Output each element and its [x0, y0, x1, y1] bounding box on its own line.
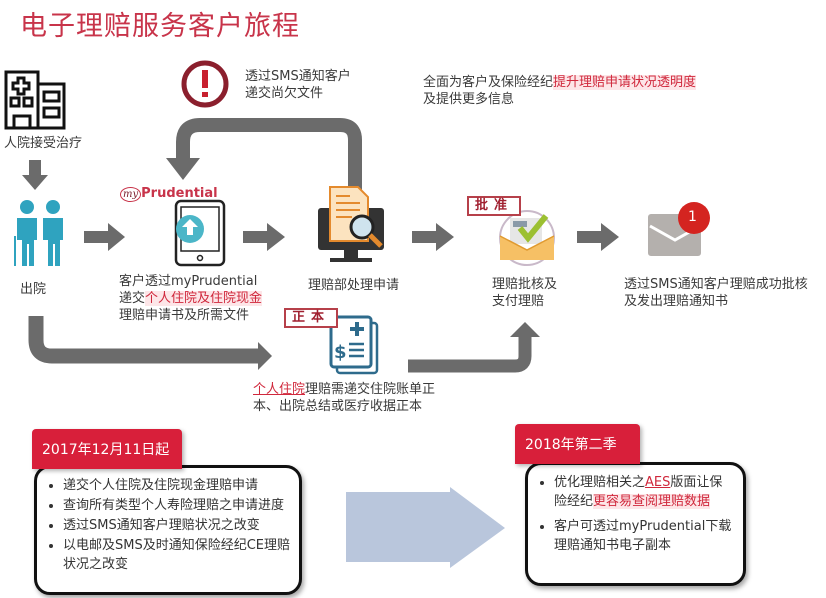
approved-stamp: 批准	[467, 196, 522, 216]
phase2-item: 客户可透过myPrudential下载理赔通知书电子副本	[554, 517, 735, 555]
original-stamp: 正本	[284, 308, 339, 328]
arrow-3	[412, 223, 454, 251]
submit-line1: 客户透过myPrudential	[119, 274, 258, 289]
loop-arrow-head	[166, 158, 200, 180]
logo-my: my	[120, 187, 142, 202]
approve-line1: 理赔批核及	[492, 277, 558, 292]
phase2-item1-highlight: 更容易查阅理赔数据	[593, 494, 711, 509]
phase2-item1-mid: 版面让保险经纪	[554, 475, 723, 509]
approve-step-text: 理赔批核及 支付理赔	[492, 276, 557, 310]
original-docs-line2: 本、出院总结或医疗收据正本	[253, 399, 423, 414]
arrow-1	[84, 223, 125, 251]
submit-line3: 理赔申请书及所需文件	[119, 308, 250, 323]
phase1-box: 递交个人住院及住院现金理赔申请 查询所有类型个人寿险理赔之申请进度 透过SMS通…	[34, 465, 302, 595]
submit-line2-highlight: 个人住院及住院现金	[145, 291, 263, 306]
phase1-item: 查询所有类型个人寿险理赔之申请进度	[63, 496, 291, 515]
notify-line2: 及发出理赔通知书	[624, 294, 729, 309]
notify-line1: 透过SMS通知客户理赔成功批核	[624, 277, 808, 292]
approval-envelope-icon	[499, 210, 555, 266]
original-docs-line1: 理赔需递交住院账单正	[305, 382, 436, 397]
svg-text:$: $	[334, 342, 347, 363]
phase2-item1-prefix: 优化理赔相关之	[554, 475, 646, 490]
timeline-arrow	[346, 487, 505, 568]
people-icon	[14, 200, 63, 266]
page-title: 电子理赔服务客户旅程	[20, 11, 300, 42]
bypass-arrow	[28, 316, 260, 364]
submit-step-text: 客户透过myPrudential 递交个人住院及住院现金 理赔申请书及所需文件	[119, 273, 263, 324]
top-note-line2: 及提供更多信息	[423, 92, 515, 107]
bypass-arrow-head	[258, 342, 272, 370]
phase1-tag: 2017年12月11日起	[32, 429, 182, 469]
process-label: 理赔部处理申请	[308, 278, 400, 293]
phase2-box: 优化理赔相关之AES版面让保险经纪更容易查阅理赔数据 客户可透过myPruden…	[525, 462, 746, 586]
approve-line2: 支付理赔	[492, 294, 545, 309]
top-note-prefix: 全面为客户及保险经纪	[423, 75, 554, 90]
phase2-tag: 2018年第二季	[515, 424, 640, 464]
hospital-label: 人院接受治疗	[4, 136, 83, 151]
submit-line2-prefix: 递交	[119, 291, 146, 306]
exclamation-icon	[181, 60, 229, 108]
computer-review-icon	[318, 186, 384, 262]
arrow-4	[577, 223, 619, 251]
notification-badge: 1	[688, 209, 697, 225]
notify-step-text: 透过SMS通知客户理赔成功批核 及发出理赔通知书	[624, 276, 808, 310]
merge-arrow	[408, 335, 532, 373]
phase1-item: 递交个人住院及住院现金理赔申请	[63, 476, 291, 495]
medical-bill-icon: $	[329, 315, 379, 375]
hospital-icon	[4, 70, 66, 130]
merge-arrow-head	[510, 322, 540, 337]
sms-line1: 透过SMS通知客户	[245, 69, 351, 84]
sms-line2: 递交尚欠文件	[245, 86, 324, 101]
arrow-2	[243, 223, 285, 251]
original-docs-text: 个人住院理赔需递交住院账单正 本、出院总结或医疗收据正本	[253, 381, 435, 415]
logo-name: Prudential	[141, 186, 218, 201]
mail-icon	[648, 202, 710, 256]
original-docs-highlight: 个人住院	[253, 382, 306, 397]
phase2-aes: AES	[645, 475, 671, 490]
loop-back-arrow	[176, 118, 362, 190]
discharge-label: 出院	[20, 282, 47, 297]
sms-missing-docs-text: 透过SMS通知客户 递交尚欠文件	[245, 68, 351, 102]
phase1-item: 透过SMS通知客户理赔状况之改变	[63, 516, 291, 535]
down-arrow	[22, 160, 48, 190]
top-note-highlight: 提升理赔申请状况透明度	[553, 75, 697, 90]
tablet-upload-icon	[174, 199, 226, 267]
top-note: 全面为客户及保险经纪提升理赔申请状况透明度 及提供更多信息	[423, 74, 697, 108]
phase1-item: 以电邮及SMS及时通知保险经纪CE理赔状况之改变	[63, 536, 291, 574]
phase2-item: 优化理赔相关之AES版面让保险经纪更容易查阅理赔数据	[554, 473, 735, 511]
